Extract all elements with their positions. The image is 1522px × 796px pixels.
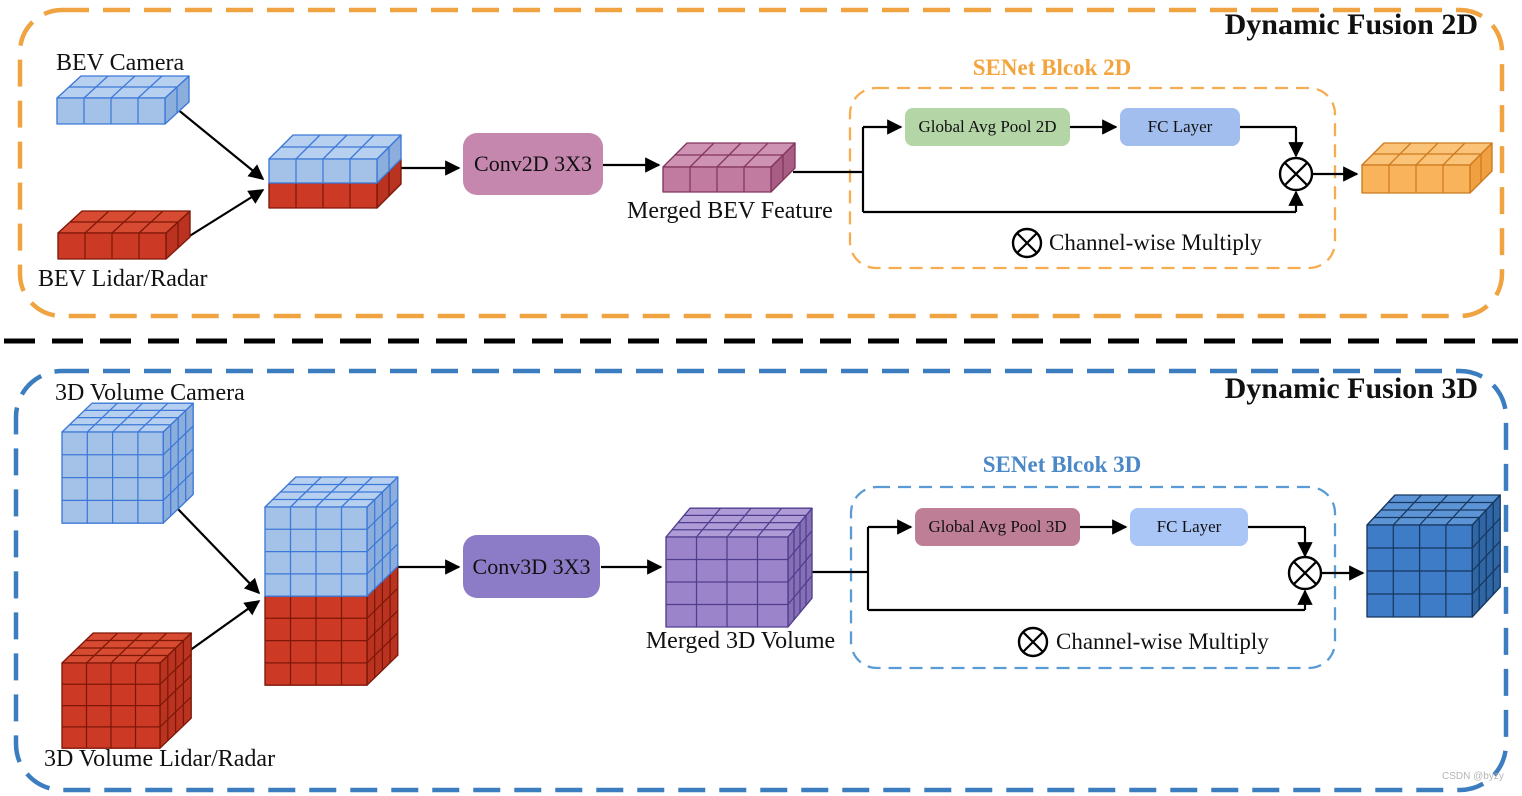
merged-2d-red-slab [268,158,402,209]
dynamic-fusion-3d-box [13,368,1509,793]
conv2d-box: Conv2D 3X3 [463,133,603,195]
global-avg-pool-3d-box: Global Avg Pool 3D [915,508,1080,546]
connector-line [170,103,265,180]
conv3d-box: Conv3D 3X3 [463,535,600,598]
volume-lidar-radar-cube [61,632,192,749]
connector-line [175,506,261,595]
senet-block-3d-title: SENet Blcok 3D [982,452,1142,477]
volume-camera-cube [61,402,194,524]
merged-bev-feature-label: Merged BEV Feature [627,198,833,224]
bev-camera-slab [56,75,190,125]
senet-block-2d-title: SENet Blcok 2D [972,55,1132,80]
multiply-2d-icon [1278,156,1314,192]
merged-3d-volume-cube [665,507,813,628]
channel-wise-multiply-3d-label: Channel-wise Multiply [1056,629,1269,654]
fc-layer-2d-box: FC Layer [1120,108,1240,146]
dynamic-fusion-2d-box [17,7,1505,319]
channel-wise-multiply-2d-label: Channel-wise Multiply [1049,230,1262,255]
volume-lidar-radar-label: 3D Volume Lidar/Radar [44,746,276,772]
volume-camera-label: 3D Volume Camera [55,380,245,406]
output-3d-cube [1366,494,1501,618]
fc-layer-3d-box: FC Layer [1130,508,1248,546]
csdn-watermark: CSDN @byzy [1442,771,1504,782]
merged-2d-blue-slab [268,134,402,184]
senet-block-2d-box [848,86,1337,270]
merged-3d-blue-cube [264,476,399,597]
merged-bev-feature-slab [662,142,796,193]
fusion3d-title: Dynamic Fusion 3D [1224,372,1478,405]
fusion2d-title: Dynamic Fusion 2D [1224,8,1478,41]
bev-camera-label: BEV Camera [56,50,185,76]
legend-multiply-3d-icon [1017,626,1049,658]
multiply-3d-icon [1287,555,1323,591]
senet-block-3d-box [849,485,1337,670]
bev-lidar-radar-slab [57,210,191,260]
bev-lidar-radar-label: BEV Lidar/Radar [38,266,208,292]
merged-3d-volume-label: Merged 3D Volume [645,628,836,654]
legend-multiply-2d-icon [1011,227,1043,259]
output-2d-slab [1361,142,1493,194]
global-avg-pool-2d-box: Global Avg Pool 2D [905,108,1070,146]
